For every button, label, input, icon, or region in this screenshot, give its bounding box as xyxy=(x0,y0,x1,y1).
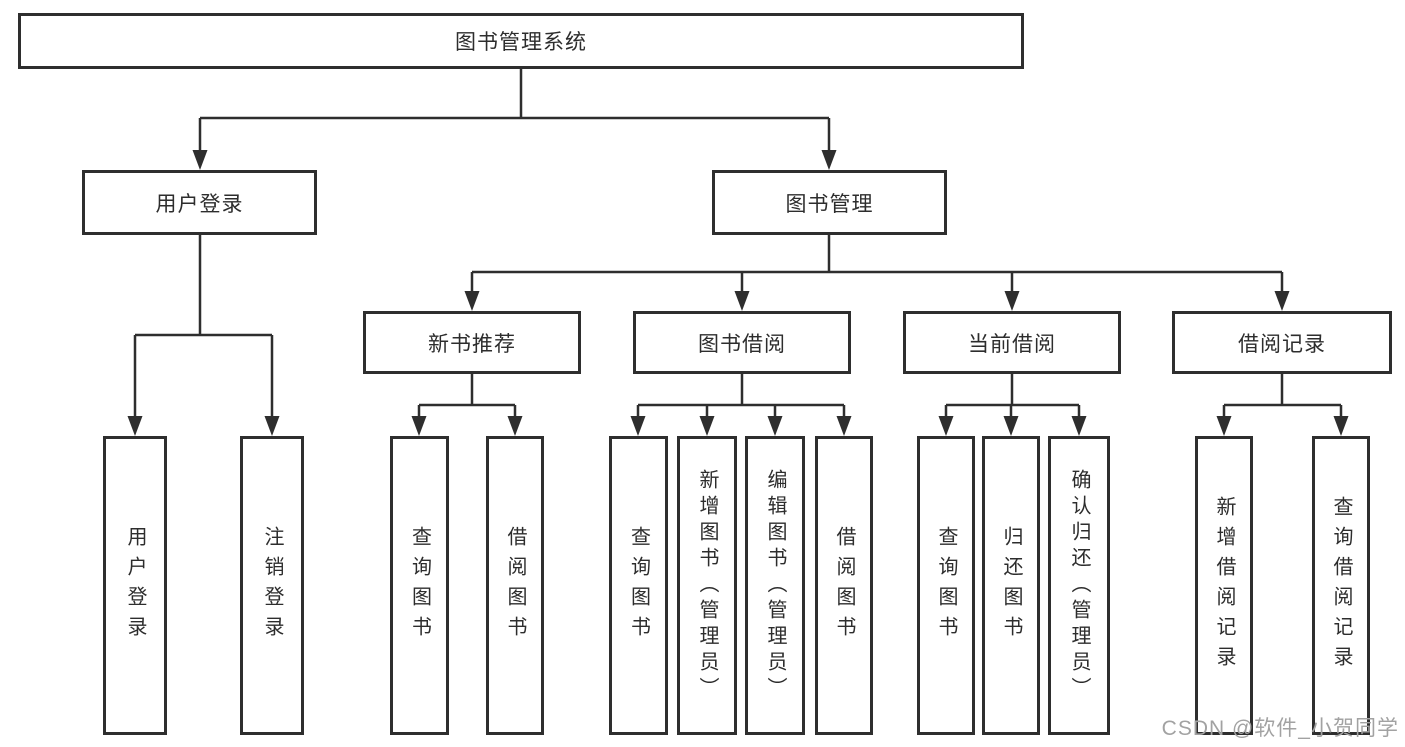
arrow-down-icon xyxy=(1004,291,1020,311)
arrow-down-icon xyxy=(699,416,715,436)
node-current-borrow: 当前借阅 xyxy=(903,311,1121,374)
leaf-records-add-record: 新增借阅记录 xyxy=(1195,436,1253,735)
node-book-borrow: 图书借阅 xyxy=(633,311,851,374)
arrow-down-icon xyxy=(127,416,143,436)
leaf-label: 查询图书 xyxy=(935,525,957,646)
leaf-label: 查询图书 xyxy=(408,525,431,646)
leaf-label: 注销登录 xyxy=(261,525,283,646)
arrow-down-icon xyxy=(821,150,837,170)
arrow-down-icon xyxy=(836,416,852,436)
arrow-down-icon xyxy=(938,416,954,436)
tree-edges xyxy=(133,69,1343,419)
leaf-label: 查询图书 xyxy=(627,525,650,646)
node-root: 图书管理系统 xyxy=(18,13,1024,69)
leaf-borrow-borrow-books: 借阅图书 xyxy=(815,436,873,735)
leaf-current-confirm-return-admin: 确认归还（管理员） xyxy=(1048,436,1110,735)
node-user-login: 用户登录 xyxy=(82,170,317,235)
leaf-current-query-books: 查询图书 xyxy=(917,436,975,735)
leaf-label: 归还图书 xyxy=(1000,525,1022,646)
arrow-down-icon xyxy=(630,416,646,436)
arrow-down-icon xyxy=(1333,416,1349,436)
leaf-records-query-record: 查询借阅记录 xyxy=(1312,436,1370,735)
leaf-label: 新增借阅记录 xyxy=(1213,495,1235,676)
arrow-down-icon xyxy=(1274,291,1290,311)
leaf-label: 查询借阅记录 xyxy=(1330,495,1352,676)
arrow-down-icon xyxy=(1216,416,1232,436)
node-new-book-recommend: 新书推荐 xyxy=(363,311,581,374)
arrow-down-icon xyxy=(1071,416,1087,436)
leaf-current-return-books: 归还图书 xyxy=(982,436,1040,735)
arrow-down-icon xyxy=(734,291,750,311)
leaf-label: 编辑图书（管理员） xyxy=(764,468,786,703)
leaf-borrow-add-books-admin: 新增图书（管理员） xyxy=(677,436,737,735)
leaf-user-login: 用户登录 xyxy=(103,436,167,735)
leaf-label: 借阅图书 xyxy=(833,525,855,646)
leaf-label: 用户登录 xyxy=(124,525,146,646)
leaf-borrow-query-books: 查询图书 xyxy=(609,436,668,735)
arrow-down-icon xyxy=(464,291,480,311)
arrow-down-icon xyxy=(1003,416,1019,436)
arrow-down-icon xyxy=(411,416,427,436)
leaf-label: 确认归还（管理员） xyxy=(1068,468,1090,703)
arrow-down-icon xyxy=(767,416,783,436)
leaf-recommend-query-books: 查询图书 xyxy=(390,436,449,735)
arrowheads xyxy=(127,150,1349,436)
node-book-management: 图书管理 xyxy=(712,170,947,235)
arrow-down-icon xyxy=(192,150,208,170)
leaf-label: 借阅图书 xyxy=(504,525,526,646)
arrow-down-icon xyxy=(507,416,523,436)
leaf-borrow-edit-books-admin: 编辑图书（管理员） xyxy=(745,436,805,735)
arrow-down-icon xyxy=(264,416,280,436)
csdn-watermark: CSDN @软件_小贺同学 xyxy=(1161,717,1399,740)
leaf-recommend-borrow-books: 借阅图书 xyxy=(486,436,544,735)
node-borrow-records: 借阅记录 xyxy=(1172,311,1392,374)
leaf-label: 新增图书（管理员） xyxy=(696,468,718,703)
leaf-logout: 注销登录 xyxy=(240,436,304,735)
